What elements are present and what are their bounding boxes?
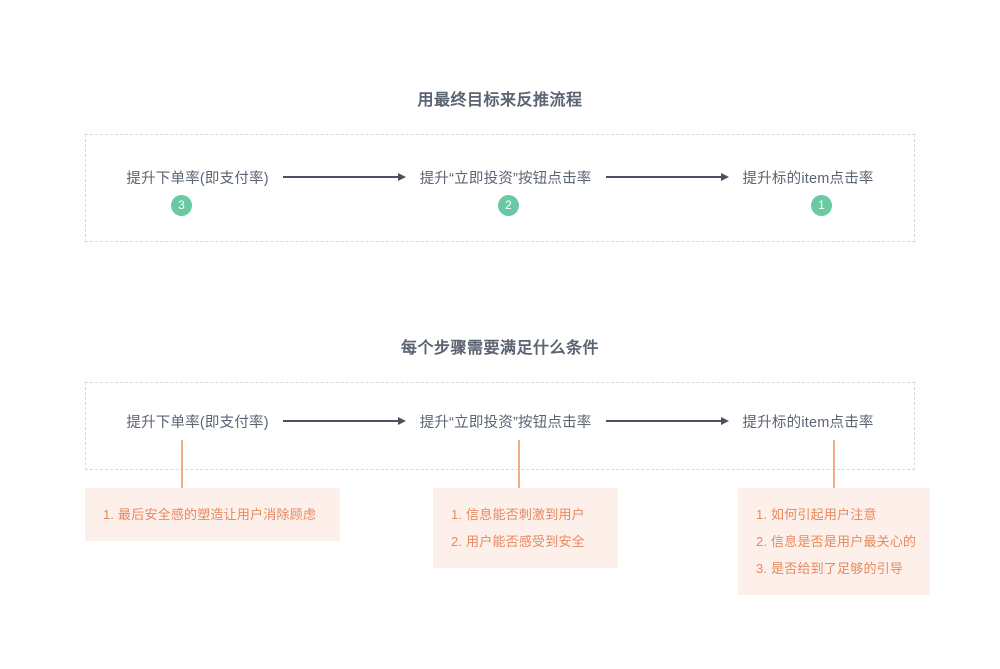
flow-container-goal-flow [85, 134, 915, 242]
flow-step-label-3: 提升标的item点击率 [742, 170, 874, 187]
condition-item: 3. 是否给到了足够的引导 [756, 561, 904, 576]
flow-step-label-3-b: 提升标的item点击率 [742, 414, 874, 431]
arrow-right-icon-3 [282, 417, 406, 425]
section-title-goal-flow: 用最终目标来反推流程 [417, 92, 583, 109]
condition-item: 2. 用户能否感受到安全 [451, 534, 585, 549]
flow-step-label-2-b: 提升“立即投资”按钮点击率 [419, 414, 592, 431]
arrow-shaft [282, 176, 399, 178]
connector-line-1 [181, 440, 183, 488]
condition-card-1: 1. 最后安全感的塑造让用户消除顾虑 [85, 488, 340, 541]
connector-line-3 [833, 440, 835, 488]
flow-step-label-1-b: 提升下单率(即支付率) [126, 414, 269, 431]
flow-step-label-1: 提升下单率(即支付率) [126, 170, 269, 187]
arrow-right-icon-4 [605, 417, 729, 425]
arrow-shaft [282, 420, 399, 422]
condition-card-3: 1. 如何引起用户注意 2. 信息是否是用户最关心的 3. 是否给到了足够的引导 [738, 488, 930, 595]
connector-line-2 [518, 440, 520, 488]
arrow-head [397, 417, 406, 425]
flow-row-goal-flow: 提升下单率(即支付率) 提升“立即投资”按钮点击率 提升标的item点击率 [85, 164, 915, 190]
step-badge-3: 1 [811, 195, 832, 216]
condition-card-2: 1. 信息能否刺激到用户 2. 用户能否感受到安全 [433, 488, 618, 568]
arrow-right-icon-1 [282, 173, 406, 181]
arrow-shaft [605, 420, 722, 422]
arrow-right-icon-2 [605, 173, 729, 181]
arrow-shaft [605, 176, 722, 178]
flow-step-label-2: 提升“立即投资”按钮点击率 [419, 170, 592, 187]
flow-row-step-conditions: 提升下单率(即支付率) 提升“立即投资”按钮点击率 提升标的item点击率 [85, 408, 915, 434]
arrow-head [397, 173, 406, 181]
condition-item: 2. 信息是否是用户最关心的 [756, 534, 917, 549]
step-badge-1: 3 [171, 195, 192, 216]
condition-item: 1. 如何引起用户注意 [756, 507, 877, 522]
section-title-step-conditions: 每个步骤需要满足什么条件 [400, 340, 599, 357]
condition-item: 1. 信息能否刺激到用户 [451, 507, 585, 522]
step-badge-2: 2 [498, 195, 519, 216]
condition-item: 1. 最后安全感的塑造让用户消除顾虑 [103, 507, 317, 522]
flow-container-step-conditions [85, 382, 915, 470]
arrow-head [720, 173, 729, 181]
arrow-head [720, 417, 729, 425]
